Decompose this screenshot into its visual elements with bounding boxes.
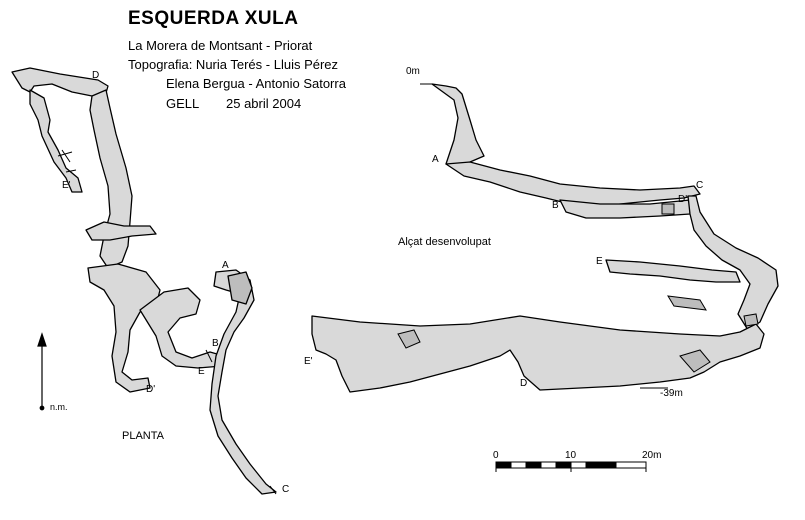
plan-point-e-prime: E' <box>62 180 71 191</box>
elev-lower-chamber <box>311 315 765 393</box>
north-label: n.m. <box>50 402 68 412</box>
depth-bottom: -39m <box>660 388 683 399</box>
scale-tick-10: 10 <box>565 450 577 461</box>
elev-e-passage <box>605 259 741 283</box>
map-title: ESQUERDA XULA <box>128 8 299 29</box>
plan-lower-left <box>87 263 161 393</box>
elev-point-e: E <box>596 256 603 267</box>
plan-point-a: A <box>222 260 229 271</box>
elev-entrance-shaft <box>431 83 485 167</box>
plan-survey-ticks <box>57 149 277 495</box>
depth-lines <box>420 83 668 389</box>
plan-side-arm <box>85 221 157 241</box>
plan-chamber-a <box>227 271 253 305</box>
elev-point-c: C <box>696 180 704 191</box>
location-text: La Morera de Montsant - Priorat <box>128 38 313 53</box>
group-name: GELL <box>166 96 200 111</box>
scale-bar <box>495 461 647 472</box>
elevation-boulders <box>397 203 759 373</box>
plan-point-b: B <box>212 338 219 349</box>
plan-view <box>11 67 277 495</box>
topography-line2: Elena Bergua - Antonio Satorra <box>166 76 346 91</box>
elev-point-d-prime: D' <box>678 194 688 205</box>
scale-tick-0: 0 <box>493 450 499 461</box>
elevation-view <box>311 83 779 393</box>
north-arrow <box>37 332 47 411</box>
plan-label: PLANTA <box>122 430 164 442</box>
depth-top: 0m <box>406 66 420 77</box>
plan-branch-e-prime <box>29 89 83 193</box>
plan-main-passage <box>89 89 133 269</box>
elev-point-b: B <box>552 200 559 211</box>
scale-tick-20m: 20m <box>642 450 662 461</box>
elevation-label: Alçat desenvolupat <box>398 236 491 248</box>
elev-point-d: D <box>520 378 528 389</box>
plan-right-passage <box>209 269 277 495</box>
elev-point-a: A <box>432 154 439 165</box>
plan-point-c: C <box>282 484 290 495</box>
plan-point-d-prime: D' <box>146 384 156 395</box>
plan-point-d: D <box>92 70 100 81</box>
plan-cross-passage <box>139 287 225 369</box>
elev-point-e-prime: E' <box>304 356 313 367</box>
topography-line1: Topografia: Nuria Terés - Lluis Pérez <box>128 57 339 72</box>
elev-step-section <box>559 199 691 219</box>
survey-date: 25 abril 2004 <box>226 96 302 111</box>
plan-point-e: E <box>198 366 205 377</box>
